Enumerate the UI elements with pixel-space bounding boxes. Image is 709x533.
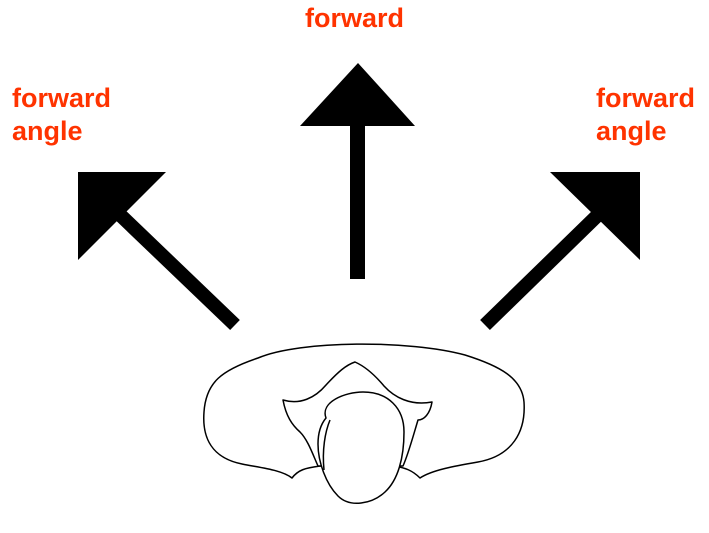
label-left-line2: angle (12, 115, 111, 148)
label-forward-angle-left: forward angle (12, 82, 111, 148)
label-forward: forward (305, 2, 404, 35)
arrow-left-icon (78, 172, 235, 325)
arrow-forward-icon (300, 63, 415, 279)
label-forward-angle-right: forward angle (596, 82, 695, 148)
label-forward-text: forward (305, 2, 404, 35)
arrow-right-icon (485, 172, 640, 325)
arrow-forward-shaft (350, 122, 365, 279)
arrow-right-shaft (485, 210, 603, 325)
person-head (318, 392, 404, 503)
arrow-forward-head (300, 63, 415, 126)
arrow-left-shaft (115, 210, 235, 325)
label-right-line1: forward (596, 82, 695, 115)
label-right-line2: angle (596, 115, 695, 148)
person-top-view-icon (204, 344, 524, 503)
label-left-line1: forward (12, 82, 111, 115)
